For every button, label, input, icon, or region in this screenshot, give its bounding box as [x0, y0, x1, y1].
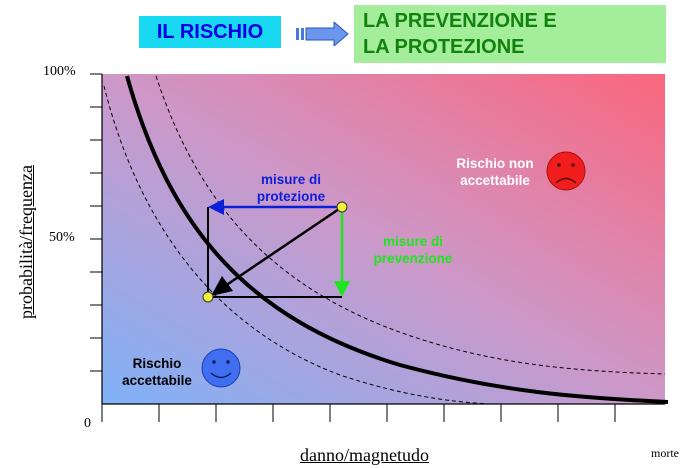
plot-area [102, 74, 665, 404]
rischio-non-accettabile-label: Rischio non accettabile [442, 155, 548, 189]
combined-arrowhead [211, 276, 233, 296]
protezione-label: misure di protezione [236, 171, 346, 205]
prevenzione-label-line2: prevenzione [373, 251, 453, 266]
prevenzione-title-line2: LA PROTEZIONE [363, 36, 525, 58]
prevenzione-label: misure di prevenzione [358, 233, 468, 267]
right-arrow-icon [296, 22, 349, 46]
rischio-accettabile-line2: accettabile [122, 373, 192, 388]
protezione-label-line2: protezione [256, 189, 326, 204]
prevenzione-title-line1: LA PREVENZIONE E [363, 10, 557, 32]
combined-arrow [221, 205, 343, 290]
y-axis-label: probabilità/frequenza [16, 165, 36, 319]
x-end-label: morte [651, 446, 679, 460]
y-tick-0: 0 [84, 416, 91, 431]
risk-curve [125, 75, 669, 404]
y-tick-50: 50% [49, 230, 75, 245]
x-axis-label: danno/magnetudo [300, 445, 429, 465]
rischio-non-accettabile-line2: accettabile [460, 173, 530, 188]
prevenzione-arrowhead [334, 281, 350, 297]
point-risk-start [336, 201, 348, 213]
point-risk-end [202, 291, 214, 303]
rischio-accettabile-line1: Rischio [132, 356, 182, 371]
x-ticks [101, 404, 616, 422]
protezione-label-line1: misure di [260, 172, 322, 187]
rischio-box: IL RISCHIO [139, 16, 281, 48]
rischio-non-accettabile-line1: Rischio non [456, 156, 534, 171]
y-tick-100: 100% [43, 64, 76, 79]
prevenzione-label-line1: misure di [382, 234, 444, 249]
protezione-arrowhead [208, 199, 224, 215]
rischio-title: IL RISCHIO [156, 20, 264, 43]
dashed-curve-lower [103, 85, 491, 405]
rischio-accettabile-label: Rischio accettabile [112, 355, 202, 389]
happy-face-icon [201, 348, 241, 388]
prevenzione-protezione-box: LA PREVENZIONE E LA PROTEZIONE [354, 5, 666, 63]
dashed-curve-upper [155, 75, 666, 375]
y-ticks [90, 73, 102, 372]
sad-face-icon [546, 151, 586, 191]
